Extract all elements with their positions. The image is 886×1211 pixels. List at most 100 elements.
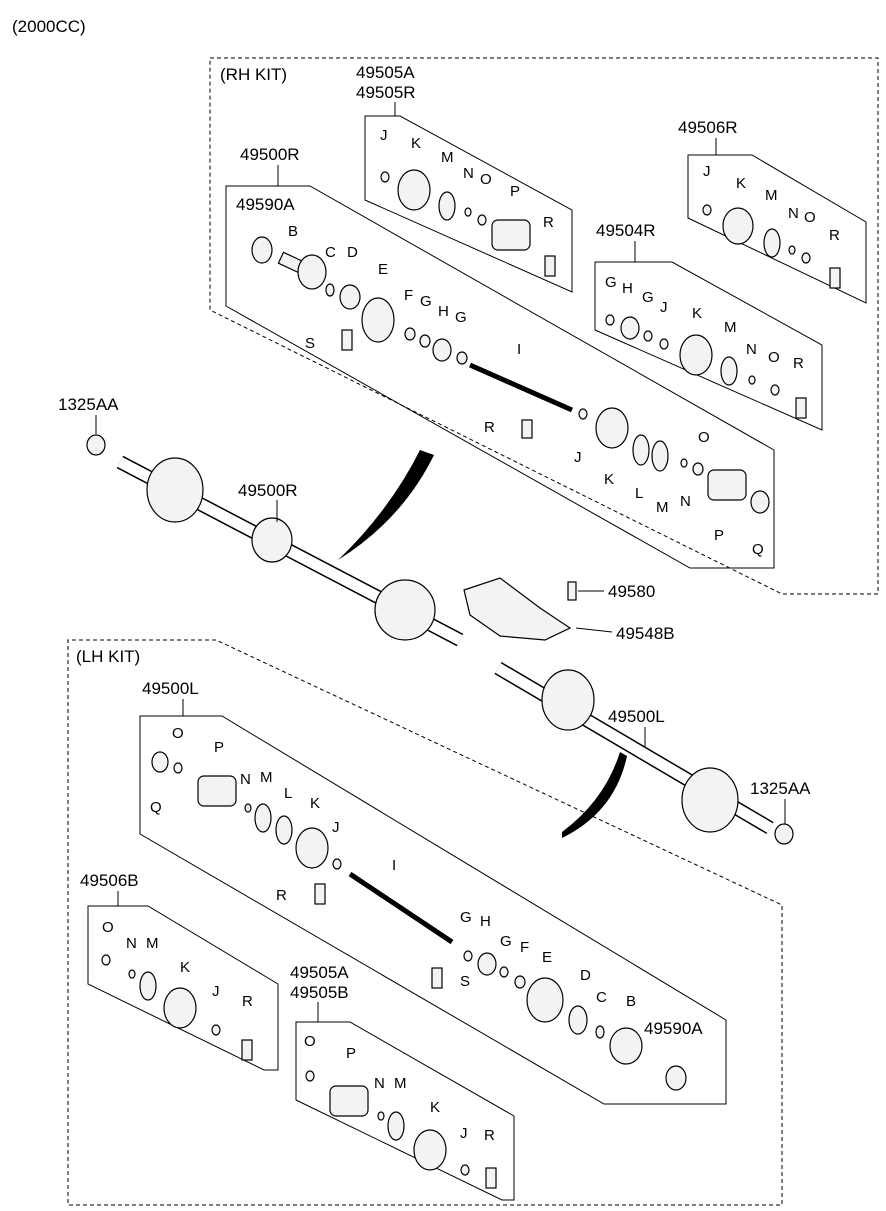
nut-bottom-label: 1325AA bbox=[750, 779, 811, 798]
svg-text:G: G bbox=[420, 293, 432, 310]
svg-text:G: G bbox=[460, 909, 472, 926]
svg-text:N: N bbox=[374, 1075, 385, 1092]
svg-text:O: O bbox=[804, 209, 816, 226]
rh-clamp-r bbox=[521, 419, 533, 439]
svg-text:F: F bbox=[520, 939, 529, 956]
svg-text:O: O bbox=[768, 349, 780, 366]
svg-text:S: S bbox=[305, 335, 315, 352]
nut-top bbox=[86, 434, 106, 456]
bolt-49580 bbox=[567, 581, 577, 601]
lh-shaft-label: 49500L bbox=[608, 707, 665, 726]
nut-top-label: 1325AA bbox=[58, 395, 119, 414]
svg-text:M: M bbox=[260, 769, 273, 786]
svg-text:Q: Q bbox=[752, 541, 764, 558]
svg-text:I: I bbox=[392, 857, 396, 874]
svg-text:I: I bbox=[517, 341, 521, 358]
lh-assembly-box bbox=[139, 715, 727, 1105]
svg-text:P: P bbox=[510, 183, 520, 200]
svg-text:R: R bbox=[484, 1127, 495, 1144]
rh-shaft-label: 49500R bbox=[238, 481, 298, 500]
lh-49590a-label: 49590A bbox=[644, 1019, 703, 1038]
svg-text:G: G bbox=[642, 289, 654, 306]
bracket-49548b bbox=[463, 577, 572, 641]
svg-text:L: L bbox=[635, 485, 643, 502]
rh-assembly-box bbox=[225, 185, 775, 569]
rh-kit-49504r-label: 49504R bbox=[596, 221, 656, 240]
svg-text:K: K bbox=[604, 471, 614, 488]
nut-bottom bbox=[774, 823, 794, 845]
svg-text:O: O bbox=[102, 919, 114, 936]
svg-text:E: E bbox=[542, 949, 552, 966]
rh-arrow bbox=[338, 450, 434, 560]
svg-text:D: D bbox=[580, 967, 591, 984]
svg-text:J: J bbox=[460, 1125, 468, 1142]
lh-kit-49505-box bbox=[295, 1021, 515, 1201]
rh-kit-49505a-label: 49505A bbox=[356, 63, 415, 82]
svg-text:K: K bbox=[310, 795, 320, 812]
lh-part-letters: O P Q N M L K J R I G H G F E S D C B O … bbox=[102, 725, 636, 1144]
rh-inner-joint-p bbox=[707, 469, 747, 501]
svg-text:R: R bbox=[242, 993, 253, 1010]
svg-text:N: N bbox=[746, 341, 757, 358]
svg-text:H: H bbox=[480, 913, 491, 930]
engine-label: (2000CC) bbox=[12, 17, 86, 36]
svg-text:C: C bbox=[596, 989, 607, 1006]
rh-kit-49506-box bbox=[687, 154, 867, 304]
rh-outer-joint-b bbox=[297, 254, 327, 290]
lh-kit-title: (LH KIT) bbox=[76, 647, 140, 666]
svg-text:R: R bbox=[793, 355, 804, 372]
rh-kit-49506r-label: 49506R bbox=[678, 118, 738, 137]
svg-text:F: F bbox=[404, 287, 413, 304]
svg-text:K: K bbox=[692, 305, 702, 322]
lh-assembly-label: 49500L bbox=[142, 679, 199, 698]
svg-text:P: P bbox=[214, 739, 224, 756]
svg-text:D: D bbox=[347, 244, 358, 261]
bolt-label: 49580 bbox=[608, 582, 655, 601]
svg-text:J: J bbox=[212, 983, 220, 1000]
svg-text:C: C bbox=[325, 244, 336, 261]
svg-text:N: N bbox=[680, 493, 691, 510]
lh-kit-49505a-label: 49505A bbox=[290, 963, 349, 982]
svg-text:M: M bbox=[724, 319, 737, 336]
lh-arrow bbox=[562, 752, 627, 838]
svg-text:H: H bbox=[438, 303, 449, 320]
svg-text:N: N bbox=[788, 205, 799, 222]
svg-text:K: K bbox=[180, 959, 190, 976]
rh-kit-49505-box bbox=[364, 115, 573, 293]
rh-assembly-label: 49500R bbox=[240, 145, 300, 164]
svg-text:N: N bbox=[240, 771, 251, 788]
svg-text:J: J bbox=[660, 299, 668, 316]
svg-text:B: B bbox=[288, 223, 298, 240]
rh-ring-q bbox=[750, 490, 770, 514]
svg-text:M: M bbox=[765, 187, 778, 204]
svg-text:L: L bbox=[284, 785, 292, 802]
svg-text:N: N bbox=[463, 165, 474, 182]
rh-boot-k bbox=[595, 407, 629, 449]
svg-text:M: M bbox=[656, 499, 669, 516]
svg-text:O: O bbox=[304, 1033, 316, 1050]
rh-kit-title: (RH KIT) bbox=[220, 65, 287, 84]
svg-text:K: K bbox=[736, 175, 746, 192]
svg-text:O: O bbox=[480, 171, 492, 188]
svg-text:M: M bbox=[146, 935, 159, 952]
rh-49590a-label: 49590A bbox=[236, 195, 295, 214]
rh-boot-e bbox=[361, 297, 395, 343]
svg-text:G: G bbox=[455, 309, 467, 326]
svg-text:R: R bbox=[543, 214, 554, 231]
svg-text:J: J bbox=[703, 163, 711, 180]
lh-shaft-i bbox=[348, 871, 454, 945]
svg-text:S: S bbox=[460, 973, 470, 990]
rh-ring-49590a bbox=[251, 236, 273, 264]
svg-text:R: R bbox=[484, 419, 495, 436]
lh-kit-49506b-label: 49506B bbox=[80, 871, 139, 890]
svg-text:B: B bbox=[626, 993, 636, 1010]
svg-text:M: M bbox=[394, 1075, 407, 1092]
rh-shaft-i bbox=[468, 362, 574, 413]
svg-text:N: N bbox=[126, 935, 137, 952]
svg-text:J: J bbox=[574, 449, 582, 466]
svg-text:E: E bbox=[378, 261, 388, 278]
rh-kit-border bbox=[209, 57, 879, 595]
svg-text:Q: Q bbox=[150, 799, 162, 816]
svg-text:R: R bbox=[829, 227, 840, 244]
